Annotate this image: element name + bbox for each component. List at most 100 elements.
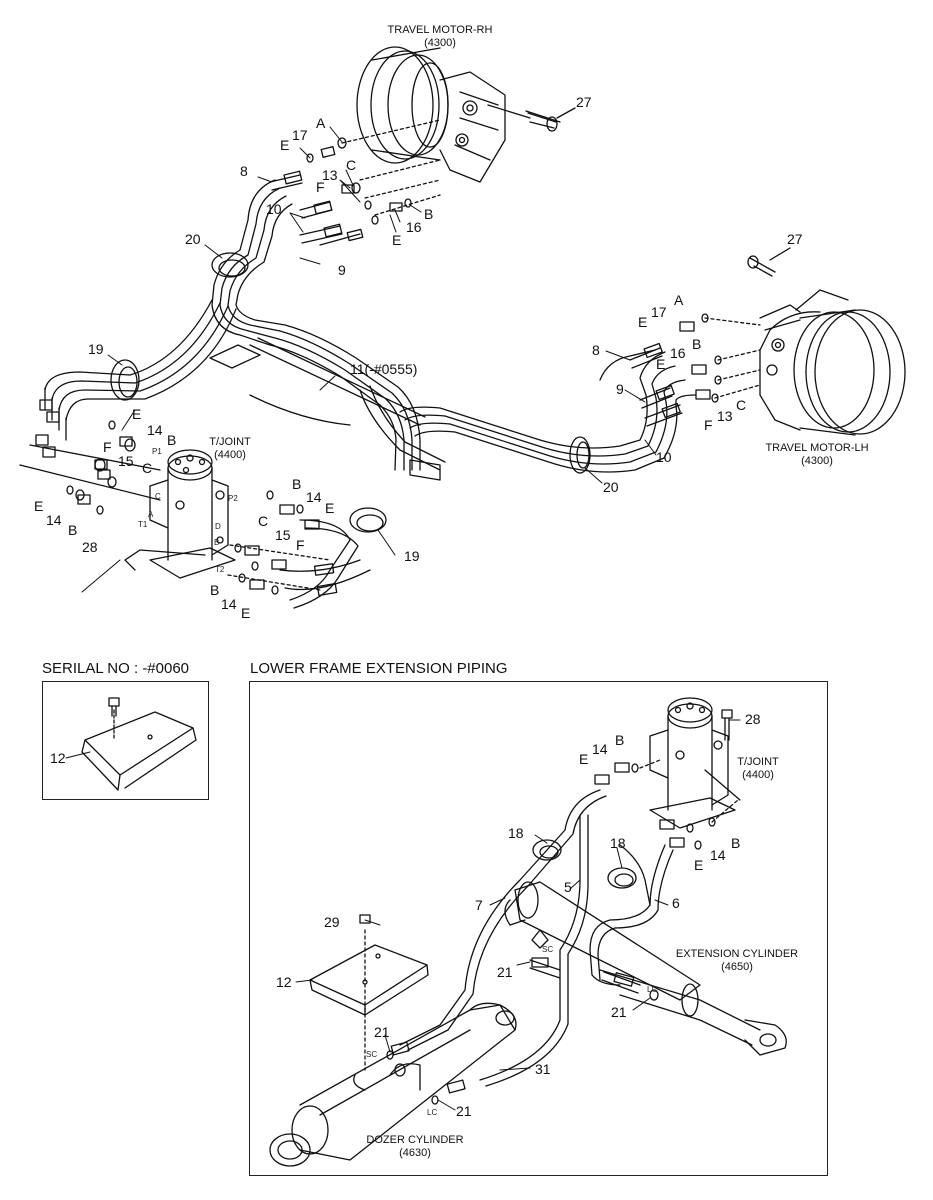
callout-c-top: C <box>346 157 357 173</box>
callout-6: 6 <box>672 895 680 911</box>
callout-28-left: 28 <box>82 539 98 555</box>
callout-20-right: 20 <box>603 479 619 495</box>
travel-motor-rh <box>356 46 561 183</box>
callout-12-low: 12 <box>276 974 292 990</box>
travel-motor-rh-title: TRAVEL MOTOR-RH (4300) <box>375 24 505 50</box>
callout-b-left1: B <box>167 432 177 448</box>
lower-bolt-28 <box>721 709 733 741</box>
callout-f-mid: F <box>296 537 305 553</box>
callout-21-c: 21 <box>374 1024 390 1040</box>
extension-cylinder <box>504 881 787 1056</box>
port-a: A <box>148 510 154 519</box>
bolt-27-top <box>527 107 576 132</box>
inset-plate <box>81 697 197 791</box>
callout-b-top: B <box>424 206 434 222</box>
callout-15-mid: 15 <box>275 527 291 543</box>
leader-lines <box>65 126 741 1111</box>
callout-9-top: 9 <box>338 262 346 278</box>
bolt-27-right <box>747 247 791 277</box>
clamp-20-right <box>569 436 591 474</box>
callout-8-top: 8 <box>240 163 248 179</box>
callout-27-right: 27 <box>787 231 803 247</box>
serial-no-heading: SERILAL NO : -#0060 <box>42 660 190 677</box>
callout-c-right: C <box>736 397 747 413</box>
callout-17-top: 17 <box>292 127 308 143</box>
callout-c-left: C <box>142 460 153 476</box>
tjoint-bottom-code: (4400) <box>742 769 774 781</box>
extension-cylinder-code: (4650) <box>721 961 753 973</box>
dozer-cylinder-label: DOZER CYLINDER <box>366 1134 464 1146</box>
callout-20-left: 20 <box>185 231 201 247</box>
port-lc-b: LC <box>427 1108 438 1117</box>
callout-e-mid2: E <box>241 605 251 621</box>
bracket-plate <box>209 344 441 481</box>
callout-16-right: 16 <box>670 345 686 361</box>
tjoint-bottom-title: T/JOINT (4400) <box>728 756 788 782</box>
travel-motor-lh-title: TRAVEL MOTOR-LH (4300) <box>752 442 882 468</box>
dozer-cylinder-title: DOZER CYLINDER (4630) <box>355 1134 475 1160</box>
callout-b-low2: B <box>731 835 741 851</box>
callout-b-mid1: B <box>292 476 302 492</box>
callout-f-top: F <box>316 179 325 195</box>
clamp-20-left <box>211 252 249 278</box>
port-sc-b: SC <box>366 1050 378 1059</box>
callout-21-b: 21 <box>611 1004 627 1020</box>
clamp-19-mid <box>349 507 387 533</box>
left-fittings-ladder <box>19 387 161 515</box>
callout-18-b: 18 <box>610 835 626 851</box>
callout-11: 11(-#0555) <box>350 361 418 377</box>
lower-tjoint <box>649 697 741 829</box>
travel-motor-rh-code: (4300) <box>424 37 456 49</box>
serial-inset-frame <box>42 681 209 800</box>
callout-e-mid1: E <box>325 500 335 516</box>
port-t2: T2 <box>215 565 225 574</box>
callout-5: 5 <box>564 879 572 895</box>
callout-17-right: 17 <box>651 304 667 320</box>
callout-b-low1: B <box>615 732 625 748</box>
callout-13-right: 13 <box>717 408 733 424</box>
callout-14-mid1: 14 <box>306 489 322 505</box>
tjoint-top <box>124 449 236 579</box>
callout-14-left1: 14 <box>147 422 163 438</box>
top-hose-fittings <box>269 119 441 246</box>
right-hose-fittings <box>629 313 761 427</box>
lower-plate-12 <box>309 914 429 1071</box>
callout-28-low: 28 <box>745 711 761 727</box>
callout-10-right: 10 <box>656 449 672 465</box>
callout-12-small: 12 <box>50 750 66 766</box>
callout-a-top: A <box>316 115 326 131</box>
hose-bundle-main <box>44 179 696 473</box>
extension-cylinder-label: EXTENSION CYLINDER <box>675 948 799 960</box>
callout-21-d: 21 <box>456 1103 472 1119</box>
callout-14-left2: 14 <box>46 512 62 528</box>
callout-8-right: 8 <box>592 342 600 358</box>
lower-frame-heading: LOWER FRAME EXTENSION PIPING <box>250 660 508 677</box>
dozer-cylinder <box>269 1002 517 1167</box>
port-t1: T1 <box>138 520 148 529</box>
port-d: D <box>215 522 221 531</box>
callout-e-left1: E <box>132 406 142 422</box>
travel-motor-rh-label: TRAVEL MOTOR-RH <box>387 24 493 36</box>
callout-e-right1: E <box>638 314 648 330</box>
lower-frame-box <box>249 681 828 1176</box>
clamp-19-left <box>110 359 140 401</box>
callout-b-mid2: B <box>210 582 220 598</box>
callout-e-right2: E <box>656 356 666 372</box>
port-c: C <box>155 492 161 501</box>
tjoint-top-label: T/JOINT <box>209 436 251 448</box>
tjoint-bottom-label: T/JOINT <box>737 756 779 768</box>
callout-19-mid: 19 <box>404 548 420 564</box>
callout-14-low2: 14 <box>710 847 726 863</box>
callout-b-right: B <box>692 336 702 352</box>
callout-16-top: 16 <box>406 219 422 235</box>
port-p1: P1 <box>152 447 162 456</box>
callout-14-low1: 14 <box>592 741 608 757</box>
port-p2: P2 <box>228 494 238 503</box>
callout-31: 31 <box>535 1061 551 1077</box>
travel-motor-lh-code: (4300) <box>801 455 833 467</box>
callout-e-left2: E <box>34 498 44 514</box>
tjoint-top-title: T/JOINT (4400) <box>200 436 260 462</box>
lower-hoses <box>399 789 674 1087</box>
callout-e-low2: E <box>694 857 704 873</box>
